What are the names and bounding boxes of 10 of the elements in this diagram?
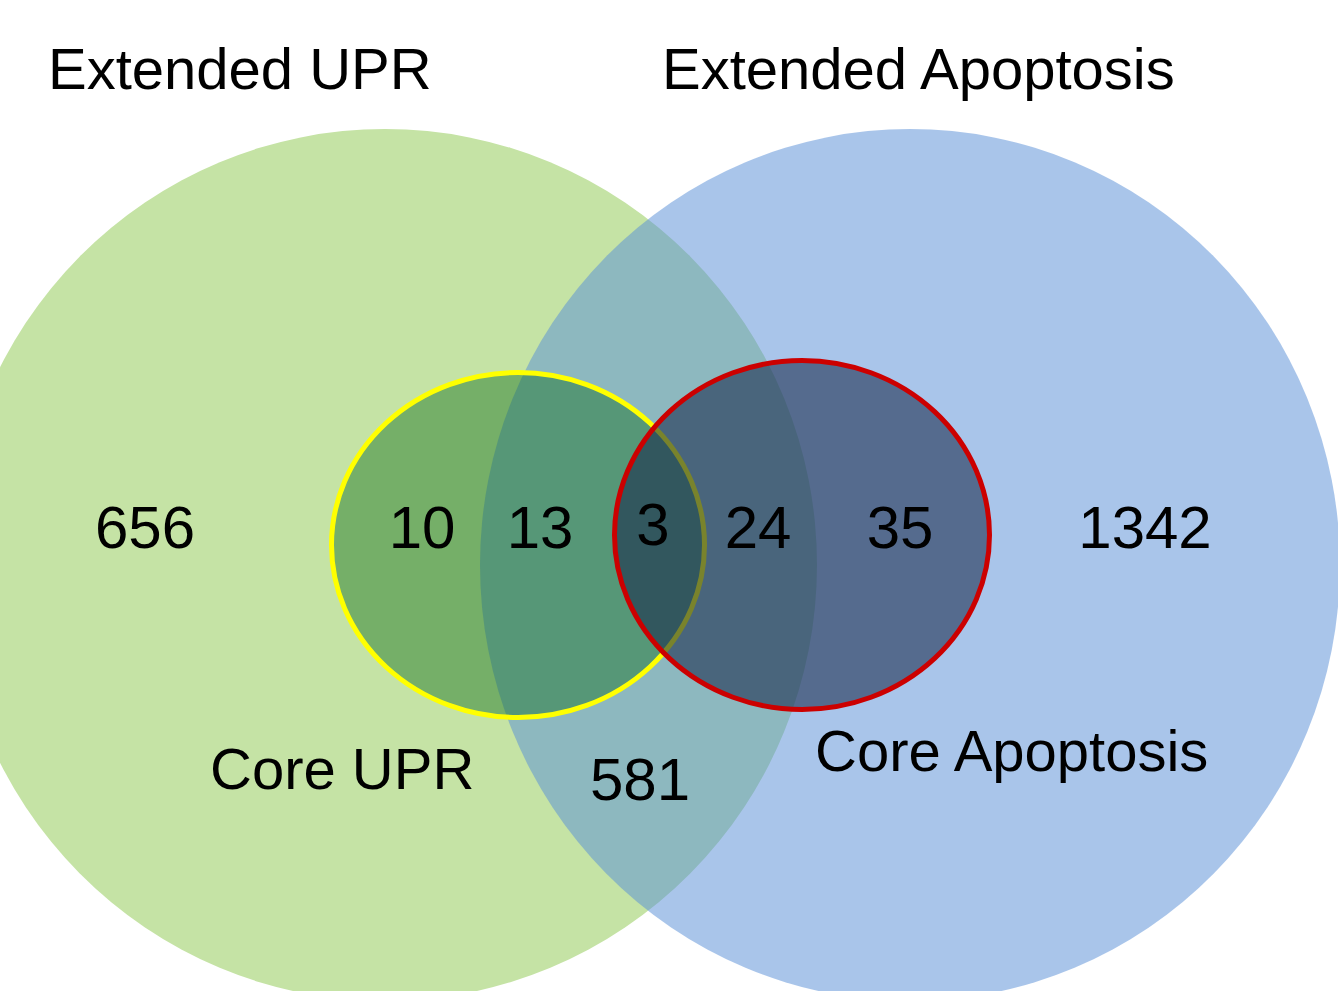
count-label: 24 [724,498,792,558]
set-title: Core UPR [210,740,475,798]
count-label: 3 [636,495,670,555]
count-label: 1342 [1078,498,1212,558]
count-label: 13 [506,498,574,558]
count-label: 656 [94,498,196,558]
count-label: 581 [589,750,691,810]
count-label: 35 [866,498,934,558]
count-label: 10 [388,498,456,558]
set-title: Extended UPR [48,40,432,98]
